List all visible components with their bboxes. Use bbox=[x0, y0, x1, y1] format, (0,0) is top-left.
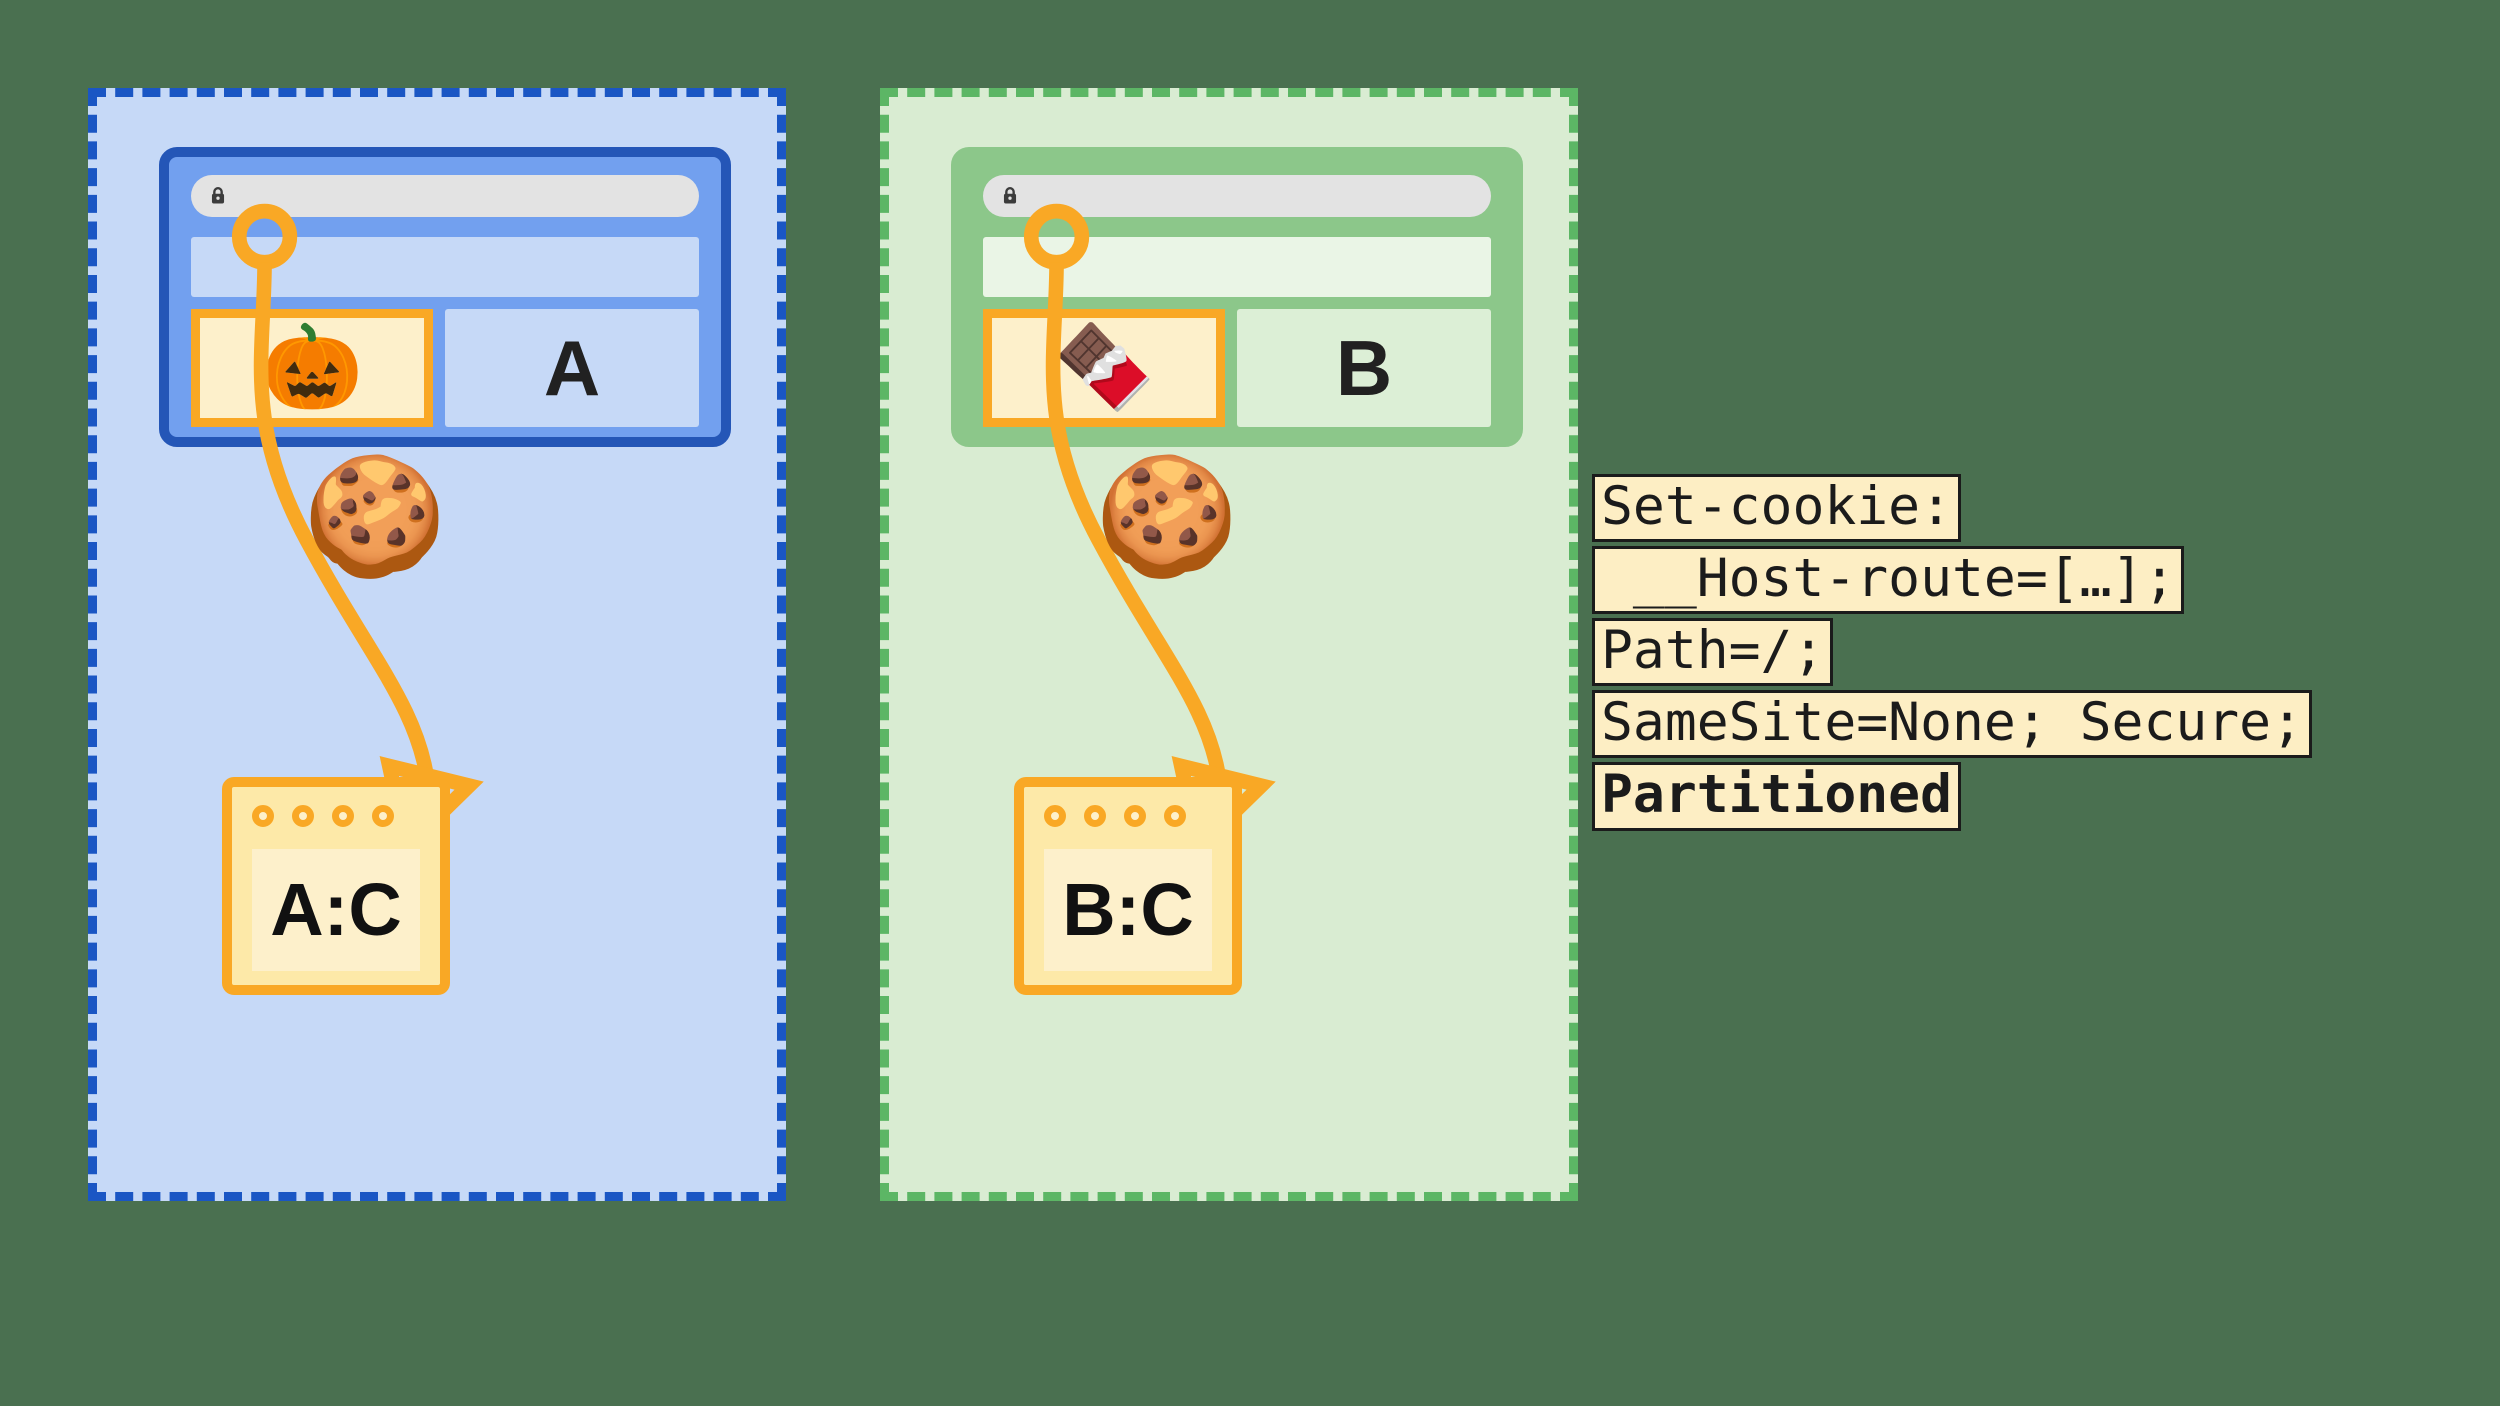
code-line-2: __Host-route=[…]; bbox=[1592, 546, 2185, 615]
browser-window-a: 🎃 A bbox=[159, 147, 731, 447]
bucket-dot bbox=[252, 805, 274, 827]
bucket-label-b: B:C bbox=[1062, 868, 1194, 951]
code-line-3: Path=/; bbox=[1592, 618, 1834, 687]
address-bar-b[interactable] bbox=[983, 175, 1491, 217]
partition-a: 🎃 A 🍪 A:C bbox=[88, 88, 786, 1201]
page-content-row-a: 🎃 A bbox=[191, 309, 699, 427]
address-bar-a[interactable] bbox=[191, 175, 699, 217]
bucket-dot bbox=[292, 805, 314, 827]
lock-icon bbox=[211, 187, 225, 204]
bucket-screen-a: A:C bbox=[252, 849, 420, 971]
bucket-dots-a bbox=[252, 805, 394, 827]
bucket-dots-b bbox=[1044, 805, 1186, 827]
bucket-dot bbox=[1124, 805, 1146, 827]
bucket-dot bbox=[332, 805, 354, 827]
embedded-iframe-a[interactable]: 🎃 bbox=[191, 309, 433, 427]
bucket-dot bbox=[372, 805, 394, 827]
site-panel-a: A bbox=[445, 309, 699, 427]
partition-b: 🍫 B 🍪 B:C bbox=[880, 88, 1578, 1201]
page-content-strip-b bbox=[983, 237, 1491, 297]
site-panel-b: B bbox=[1237, 309, 1491, 427]
page-content-strip-a bbox=[191, 237, 699, 297]
bucket-dot bbox=[1164, 805, 1186, 827]
bucket-dot bbox=[1084, 805, 1106, 827]
bucket-label-a: A:C bbox=[270, 868, 402, 951]
cookie-icon-a: 🍪 bbox=[302, 449, 448, 584]
storage-bucket-b: B:C bbox=[1014, 777, 1242, 995]
storage-bucket-a: A:C bbox=[222, 777, 450, 995]
cookie-icon-b: 🍪 bbox=[1094, 449, 1240, 584]
chocolate-bar-icon: 🍫 bbox=[1052, 320, 1156, 415]
pumpkin-icon: 🎃 bbox=[260, 320, 364, 415]
code-line-5-partitioned: Partitioned bbox=[1592, 762, 1961, 831]
site-letter-a: A bbox=[543, 324, 601, 412]
code-line-4: SameSite=None; Secure; bbox=[1592, 690, 2312, 759]
embedded-iframe-b[interactable]: 🍫 bbox=[983, 309, 1225, 427]
page-content-row-b: 🍫 B bbox=[983, 309, 1491, 427]
lock-icon bbox=[1003, 187, 1017, 204]
site-letter-b: B bbox=[1335, 324, 1393, 412]
code-line-1: Set-cookie: bbox=[1592, 474, 1961, 543]
set-cookie-header-code: Set-cookie: __Host-route=[…]; Path=/; Sa… bbox=[1592, 474, 2312, 835]
bucket-screen-b: B:C bbox=[1044, 849, 1212, 971]
bucket-dot bbox=[1044, 805, 1066, 827]
browser-window-b: 🍫 B bbox=[951, 147, 1523, 447]
